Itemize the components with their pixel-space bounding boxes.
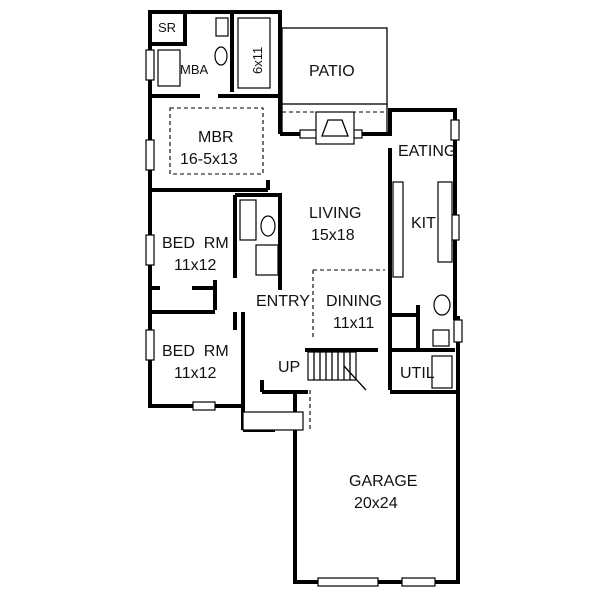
windows — [145, 49, 463, 587]
mbr-size-label: 16-5x13 — [180, 151, 238, 168]
garage-label: GARAGE — [349, 473, 417, 490]
mbr-label: MBR — [198, 129, 234, 146]
patio-label: PATIO — [309, 63, 355, 80]
dashed-lines — [169, 107, 385, 430]
utility-label: UTIL — [400, 365, 435, 382]
living-label: LIVING — [309, 205, 361, 222]
stairs-up-label: UP — [278, 359, 300, 376]
dining-label: DINING — [326, 293, 382, 310]
bedroom-2-label: BED RM — [162, 343, 229, 360]
garage-size-label: 20x24 — [354, 495, 398, 512]
sr-label: SR — [158, 20, 176, 35]
fixtures — [157, 17, 453, 431]
eating-label: EATING — [398, 143, 456, 160]
closet-size-label: 6x11 — [250, 47, 265, 74]
living-size-label: 15x18 — [311, 227, 355, 244]
bedroom-1-label: BED RM — [162, 235, 229, 252]
kitchen-label: KIT — [411, 215, 436, 232]
entry-label: ENTRY — [256, 293, 310, 310]
mba-label: MBA — [180, 62, 209, 77]
interior-walls — [150, 12, 458, 406]
bedroom-1-size-label: 11x12 — [174, 257, 217, 274]
bedroom-2-size-label: 11x12 — [174, 365, 217, 382]
dining-size-label: 11x11 — [333, 315, 374, 332]
